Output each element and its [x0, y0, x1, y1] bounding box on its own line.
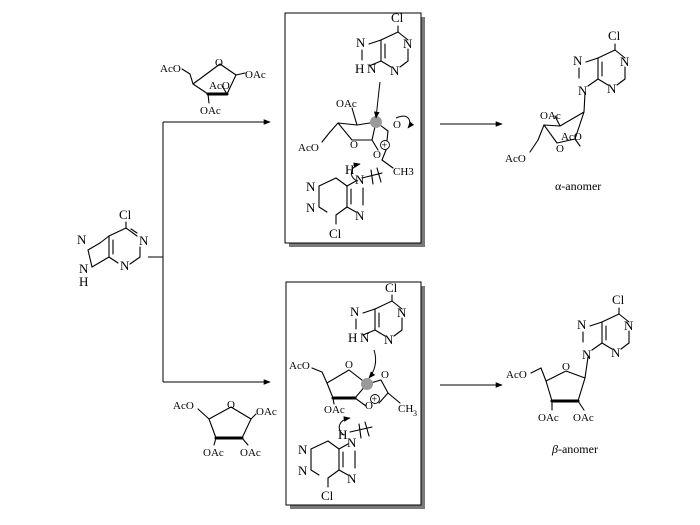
bottom-reagent-oac-label: OAc: [240, 447, 261, 459]
beta-anomer-product: Cl N N N N AcO O OAc OAc β-anomer: [506, 292, 634, 456]
beta-anomer-suffix: -anomer: [558, 442, 598, 456]
top-mechanism-box: Cl N N N N H OAc AcO O O O CH3 +: [284, 10, 425, 247]
top-reagent-oac-label: OAc: [200, 105, 221, 117]
top-box-oac-label: OAc: [336, 98, 357, 110]
alpha-n-label: N: [620, 54, 630, 69]
alpha-aco-label: AcO: [561, 131, 582, 143]
top-box-base-purine: N N N H N Cl: [306, 162, 365, 241]
alpha-anomer-product: Cl N N N N OAc AcO O AcO α-anomer: [505, 28, 630, 193]
top-box-n-label: N: [390, 63, 400, 78]
top-box-nucleophile: Cl N N N N H: [355, 10, 413, 78]
top-box-cl-label: Cl: [391, 10, 404, 25]
start-n-label: N: [139, 233, 149, 248]
bottom-box-oac-label: OAc: [324, 404, 345, 416]
bottom-box-ch3-subscript: 3: [413, 409, 417, 418]
alpha-n-label: N: [578, 83, 588, 98]
top-box-n-label: N: [356, 35, 366, 50]
bottom-box-plus-charge: +: [372, 395, 378, 406]
alpha-anomer-caption: α-anomer: [555, 179, 601, 193]
top-box-tbu-fragment: [351, 162, 383, 185]
bottom-box-h-label: H: [338, 427, 347, 442]
bottom-reagent-o-label: O: [227, 399, 235, 411]
top-box-sugar: OAc AcO O O O CH3 +: [298, 81, 414, 178]
beta-n-label: N: [582, 347, 592, 362]
branch-lines: [148, 119, 271, 385]
bottom-box-n-label: N: [298, 442, 308, 457]
starting-chloropurine: Cl N N N N H: [77, 207, 149, 289]
bottom-box-cl-label: Cl: [321, 488, 334, 503]
top-box-h-label: H: [355, 61, 364, 76]
top-box-o-label: O: [373, 149, 381, 161]
bottom-box-n-label: N: [397, 305, 407, 320]
top-box-n-label: N: [306, 179, 316, 194]
beta-anomer-caption: β-anomer: [551, 442, 598, 456]
alpha-aco-label: AcO: [505, 153, 526, 165]
top-box-n-label: N: [367, 61, 377, 76]
beta-oac-label: OAc: [538, 412, 559, 424]
top-reagent-aco-label: AcO: [160, 63, 181, 75]
top-sugar-reagent: AcO O OAc AcO OAc: [160, 57, 266, 117]
bottom-box-base-purine: N N N H N Cl: [298, 427, 357, 503]
bottom-box-tbu-fragment: [338, 416, 373, 439]
top-box-n-label: N: [355, 208, 365, 223]
top-box-n-label: N: [306, 200, 316, 215]
bottom-box-n-label: N: [350, 304, 360, 319]
bottom-reagent-oac-label: OAc: [203, 447, 224, 459]
start-n-label: N: [77, 232, 87, 247]
top-reagent-aco-label: AcO: [209, 80, 230, 92]
bottom-box-o-label: O: [345, 359, 353, 371]
start-h-label: H: [79, 274, 88, 289]
bottom-box-nucleophile: Cl N N N N H: [348, 280, 407, 347]
alpha-cl-label: Cl: [608, 28, 621, 43]
beta-aco-label: AcO: [506, 369, 527, 381]
top-box-plus-charge: +: [382, 141, 388, 152]
top-box-o-label: O: [393, 119, 401, 131]
bottom-box-n-label: N: [298, 463, 308, 478]
beta-oac-label: OAc: [573, 412, 594, 424]
bottom-box-aco-label: AcO: [289, 360, 310, 372]
beta-symbol: β: [551, 442, 558, 456]
alpha-oac-label: OAc: [540, 110, 561, 122]
alpha-n-label: N: [607, 81, 617, 96]
top-box-n-label: N: [355, 172, 365, 187]
top-box-aco-label: AcO: [298, 142, 319, 154]
top-box-cl-label: Cl: [329, 226, 342, 241]
beta-n-label: N: [577, 317, 587, 332]
start-cl-label: Cl: [119, 207, 132, 222]
bottom-box-cl-label: Cl: [385, 280, 398, 295]
alpha-o-label: O: [556, 143, 564, 155]
bottom-sugar-reagent: AcO O OAc OAc OAc: [173, 399, 277, 459]
top-reagent-oac-label: OAc: [245, 69, 266, 81]
bottom-box-o-label: O: [365, 400, 373, 412]
bottom-box-ch-label: CH: [398, 403, 413, 415]
beta-n-label: N: [624, 318, 634, 333]
top-box-o-label: O: [350, 139, 358, 151]
beta-o-label: O: [562, 361, 570, 373]
start-n-label: N: [79, 261, 89, 276]
bottom-box-n-label: N: [347, 471, 357, 486]
bottom-reagent-oac-label: OAc: [256, 406, 277, 418]
beta-cl-label: Cl: [612, 292, 625, 307]
bottom-box-sugar: AcO O OAc O O CH 3 +: [289, 349, 417, 418]
top-box-n-label: N: [403, 36, 413, 51]
bottom-box-h-label: H: [348, 330, 357, 345]
alpha-n-label: N: [573, 53, 583, 68]
start-n-label: N: [120, 258, 130, 273]
bottom-reagent-aco-label: AcO: [173, 400, 194, 412]
bottom-box-o-label: O: [381, 369, 389, 381]
top-box-ch3-label: CH3: [393, 166, 414, 178]
bottom-box-n-label: N: [347, 435, 357, 450]
bottom-box-n-label: N: [384, 332, 394, 347]
bottom-mechanism-box: Cl N N N N H AcO O OAc O O CH 3: [285, 280, 425, 509]
bottom-box-n-label: N: [360, 330, 370, 345]
beta-n-label: N: [611, 345, 621, 360]
top-reagent-o-label: O: [215, 57, 223, 69]
top-box-h-label: H: [345, 162, 354, 177]
